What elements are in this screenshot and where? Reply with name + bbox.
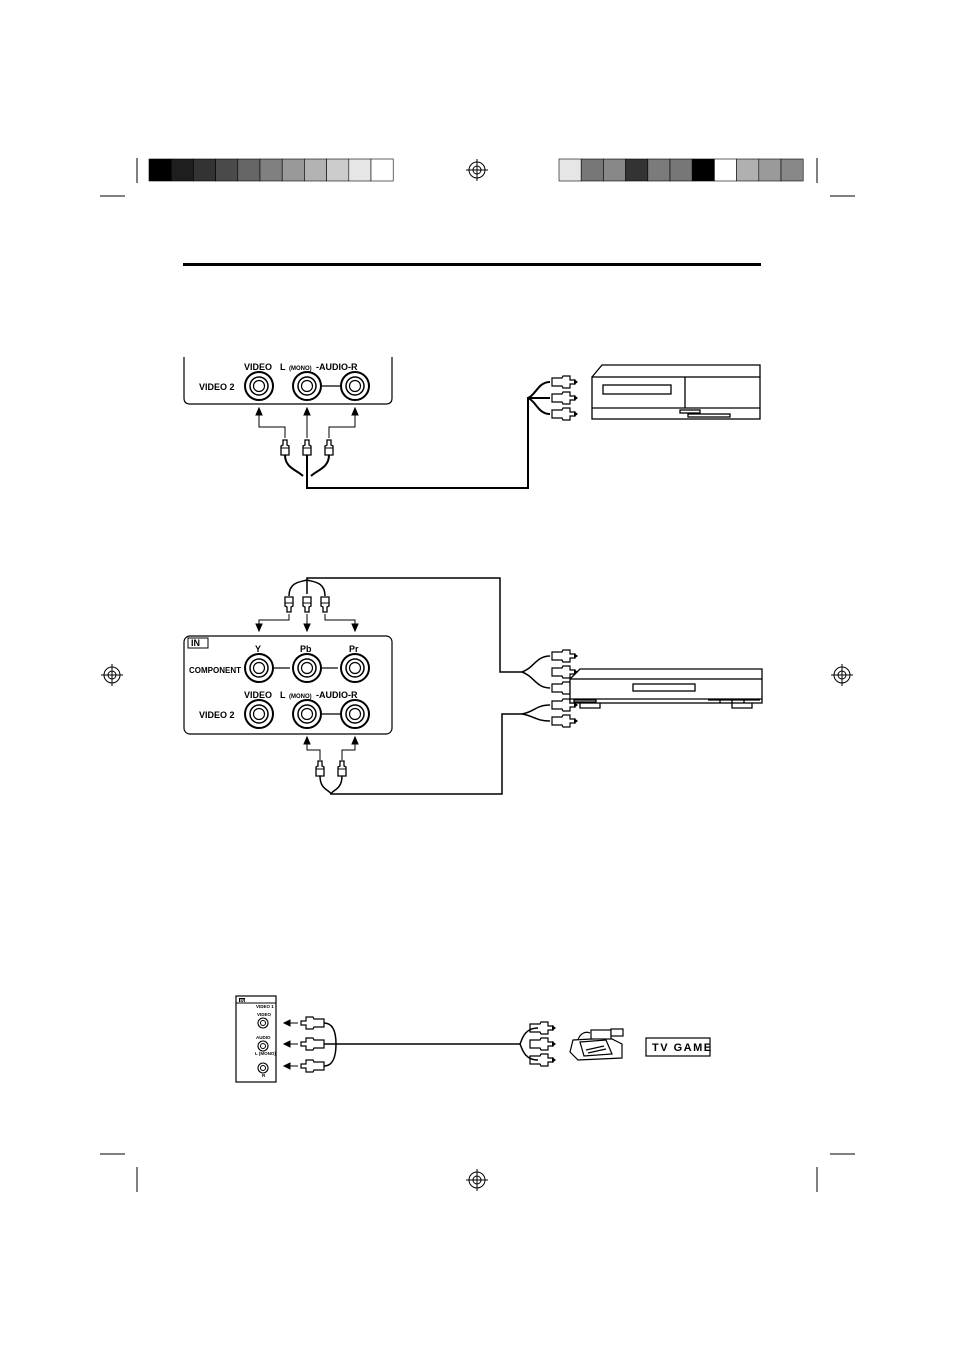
registration-mark-right-icon	[831, 664, 853, 686]
calibration-swatch	[349, 159, 371, 181]
audio-r-jack-icon	[258, 1063, 268, 1073]
registration-mark-left-icon	[101, 664, 123, 686]
calibration-swatch	[781, 159, 803, 181]
camcorder-icon	[570, 1029, 623, 1060]
audio-l-jack-icon	[293, 700, 321, 728]
rca-plug-left-icon	[301, 1017, 324, 1029]
audio-l-label: L	[280, 690, 286, 700]
rca-plug-icon	[281, 440, 289, 455]
registration-mark-top-icon	[466, 159, 488, 181]
pr-jack-icon	[341, 654, 369, 682]
calibration-swatch	[737, 159, 759, 181]
video2-row-label: VIDEO 2	[199, 710, 235, 720]
tv-game-label: TV GAME	[652, 1042, 713, 1054]
audio-r-jack-icon	[341, 372, 369, 400]
y-label: Y	[255, 644, 261, 654]
up-arrows	[256, 408, 358, 438]
component-cable	[289, 578, 550, 688]
pb-label: Pb	[300, 644, 312, 654]
in-label: IN	[191, 638, 200, 648]
diagram-vcr-connection: VIDEO L (MONO) -AUDIO-R VIDEO 2	[184, 357, 760, 488]
pb-jack-icon	[293, 654, 321, 682]
calibration-swatch	[670, 159, 692, 181]
audio-r-label: -AUDIO-R	[316, 362, 358, 372]
l-mono-label: L (MONO)	[255, 1051, 276, 1056]
in-label: IN	[240, 998, 245, 1003]
rca-plug-right-icon	[530, 1038, 556, 1050]
rca-plug-icon	[325, 440, 333, 455]
calibration-swatch	[193, 159, 215, 181]
calibration-swatch	[581, 159, 603, 181]
rca-plug-right-icon	[552, 392, 578, 404]
calibration-swatch	[603, 159, 625, 181]
video2-row-label: VIDEO 2	[199, 382, 235, 392]
y-jack-icon	[245, 654, 273, 682]
rca-plug-down-icon	[321, 597, 329, 612]
up-arrows	[304, 737, 358, 760]
down-arrows	[256, 614, 358, 631]
rca-plug-down-icon	[303, 597, 311, 612]
calibration-swatch	[692, 159, 714, 181]
rca-plug-icon	[303, 440, 311, 455]
calibration-swatch	[238, 159, 260, 181]
audio-l-label: L	[280, 362, 286, 372]
tv-rear-panel	[184, 357, 392, 404]
dvd-player-icon	[570, 669, 762, 708]
calibration-swatch	[648, 159, 670, 181]
rca-plug-down-icon	[285, 597, 293, 612]
pr-label: Pr	[349, 644, 359, 654]
video-label: VIDEO	[257, 1012, 272, 1017]
audio-r-jack-icon	[341, 700, 369, 728]
component-label: COMPONENT	[189, 666, 241, 675]
calibration-swatch	[759, 159, 781, 181]
calibration-swatch	[260, 159, 282, 181]
calibration-swatch	[216, 159, 238, 181]
rca-plug-icon	[338, 761, 346, 776]
audio-label: AUDIO	[256, 1035, 271, 1040]
video1-jack-icon	[258, 1018, 268, 1028]
calibration-bar-left	[149, 159, 393, 181]
calibration-swatch	[626, 159, 648, 181]
rca-plug-left-icon	[301, 1060, 324, 1072]
calibration-swatch	[149, 159, 171, 181]
rca-plug-icon	[316, 761, 324, 776]
calibration-swatch	[559, 159, 581, 181]
audio-l-jack-icon	[293, 372, 321, 400]
video-jack-label: VIDEO	[244, 690, 272, 700]
calibration-swatch	[304, 159, 326, 181]
vcr-device-icon	[592, 365, 760, 419]
calibration-swatch	[371, 159, 393, 181]
av-cable	[324, 1023, 538, 1066]
calibration-bar-right	[559, 159, 803, 181]
video-jack-icon	[245, 700, 273, 728]
video-jack-icon	[245, 372, 273, 400]
calibration-swatch	[327, 159, 349, 181]
diagram-camcorder-connection: IN VIDEO 1 VIDEO AUDIO L (MONO) R	[236, 996, 713, 1082]
rca-plug-right-icon	[552, 715, 578, 727]
r-label: R	[262, 1073, 266, 1078]
diagram-dvd-connection: IN Y Pb Pr COMPONENT VIDEO L (MONO) -AUD…	[184, 578, 762, 794]
calibration-swatch	[282, 159, 304, 181]
rca-plug-right-icon	[552, 408, 578, 420]
rca-plug-right-icon	[552, 650, 578, 662]
rca-plug-right-icon	[552, 376, 578, 388]
rca-plug-right-icon	[552, 666, 578, 678]
calibration-swatch	[714, 159, 736, 181]
audio-l-jack-icon	[258, 1041, 268, 1051]
rca-plug-left-icon	[301, 1038, 324, 1050]
registration-mark-bottom-icon	[466, 1169, 488, 1191]
video-jack-label: VIDEO	[244, 362, 272, 372]
calibration-swatch	[171, 159, 193, 181]
left-arrows	[284, 1020, 298, 1069]
video1-label: VIDEO 1	[256, 1004, 274, 1009]
av-cable	[285, 382, 550, 488]
crop-marks	[100, 158, 855, 1192]
audio-r-label: -AUDIO-R	[316, 690, 358, 700]
header-rule	[183, 263, 761, 266]
